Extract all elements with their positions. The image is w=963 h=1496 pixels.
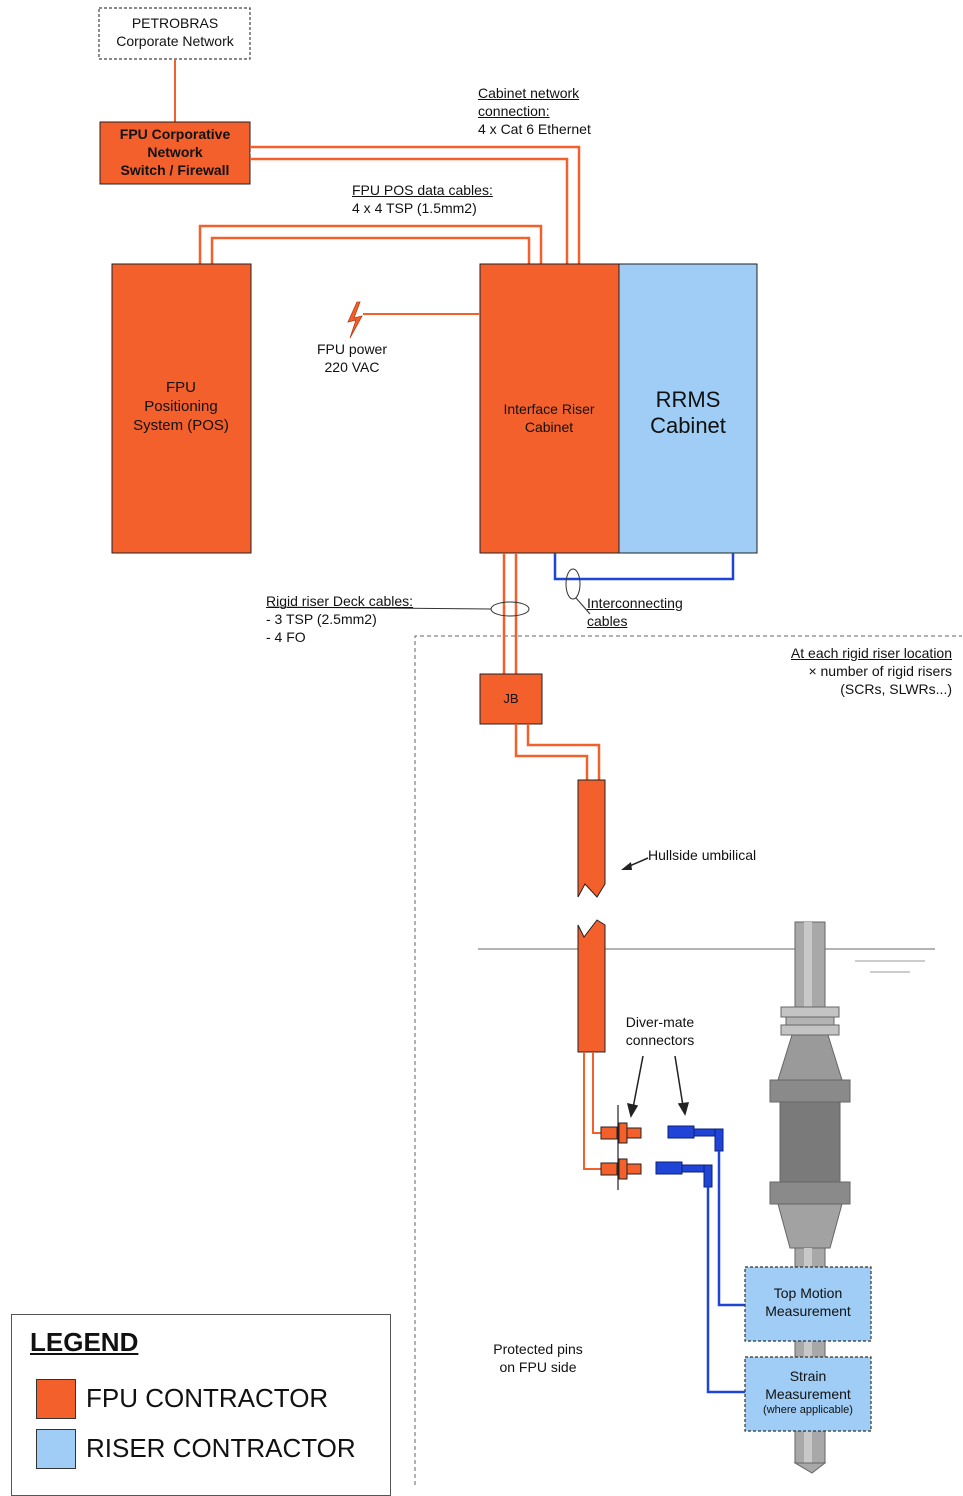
riser-location-zone — [414, 635, 962, 1485]
fpu-swatch — [36, 1379, 76, 1419]
hullside-umbilical-lower — [577, 919, 606, 1053]
top-motion-box — [744, 1266, 872, 1342]
cabinet-network-label: Cabinet network connection: 4 x Cat 6 Et… — [478, 85, 591, 137]
deck-cable — [502, 553, 518, 674]
interconnecting-marker — [565, 568, 581, 600]
hullside-umbilical-upper — [577, 779, 606, 898]
pos-box — [111, 263, 252, 554]
pos-cables-label: FPU POS data cables: 4 x 4 TSP (1.5mm2) — [352, 182, 493, 216]
riser-swatch — [36, 1429, 76, 1469]
firewall-box — [99, 121, 251, 185]
interconnecting-label: Interconnecting cables — [587, 595, 683, 629]
interconnecting-cable — [553, 553, 735, 581]
pos-data-cable — [198, 224, 543, 264]
jb-label: JB — [503, 691, 519, 706]
jb-box — [479, 673, 543, 725]
fpu-connector — [600, 1105, 642, 1190]
jb-umbilical-cable — [514, 724, 601, 780]
legend-title: LEGEND — [30, 1327, 139, 1357]
lightning-icon — [347, 301, 363, 339]
riser-connector — [655, 1125, 724, 1188]
sensor-cables — [706, 1151, 745, 1394]
strain-box — [744, 1356, 872, 1432]
deck-cable-marker — [490, 601, 530, 617]
interface-cabinet-box — [479, 263, 620, 554]
umbilical-tail-cables — [583, 1052, 602, 1170]
deck-cables-label: Rigid riser Deck cables: - 3 TSP (2.5mm2… — [266, 593, 414, 645]
rrms-cabinet-box — [618, 263, 758, 554]
corporate-network-box — [98, 7, 251, 60]
riser-location-label: At each rigid riser location × number of… — [790, 645, 952, 697]
hullside-label: Hullside umbilical — [648, 847, 757, 863]
cabinet-network-cable — [250, 145, 581, 264]
legend: LEGEND FPU CONTRACTOR RISER CONTRACTOR — [11, 1314, 391, 1496]
